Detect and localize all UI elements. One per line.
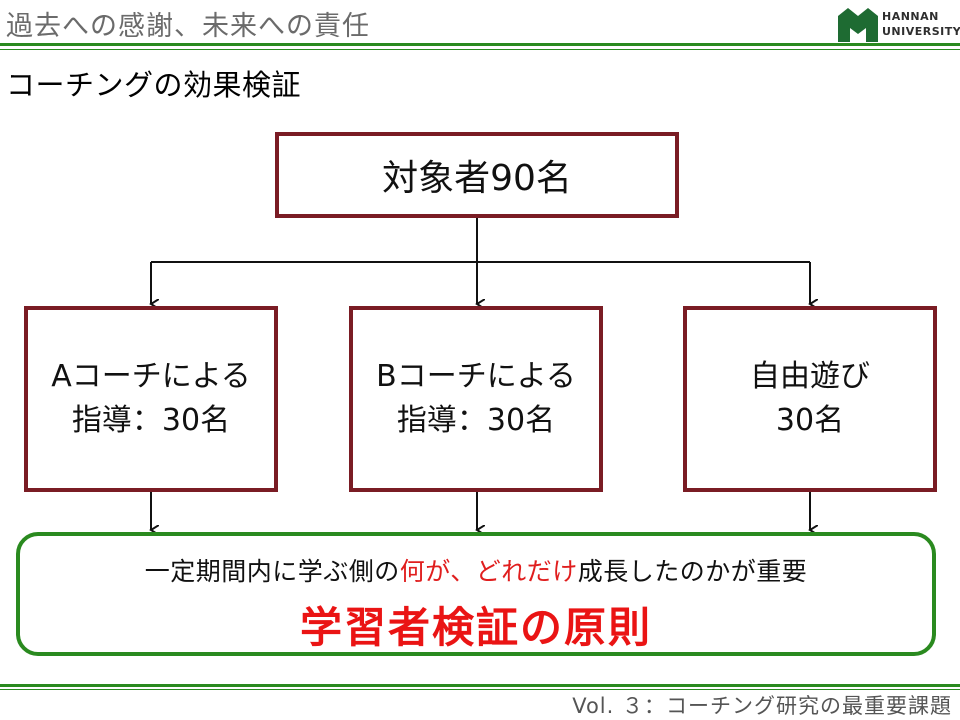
conclusion-emphasis-what: 何が xyxy=(399,557,451,586)
conclusion-text-post: 成長したのかが重要 xyxy=(577,557,808,586)
coach-b-line2: 指導：30名 xyxy=(396,403,556,438)
subjects-box: 対象者90名 xyxy=(275,132,679,218)
mountain-logo-icon xyxy=(838,8,878,42)
header-rule-thin xyxy=(0,49,960,50)
conclusion-emphasis-how-much: どれだけ xyxy=(475,557,578,586)
footer-rule-thin xyxy=(0,689,960,690)
university-logo: HANNAN UNIVERSITY xyxy=(838,8,960,42)
learner-verification-principle: 学習者検証の原則 xyxy=(299,603,652,652)
coach-b-group-box: Bコーチによる 指導：30名 xyxy=(349,306,603,492)
coach-a-line2: 指導：30名 xyxy=(71,403,231,438)
coach-a-group-box: Aコーチによる 指導：30名 xyxy=(24,306,278,492)
conclusion-statement: 一定期間内に学ぶ側の何が、どれだけ成長したのかが重要 xyxy=(20,552,932,588)
free-play-line2: 30名 xyxy=(775,403,845,438)
footer-volume-title: Vol. ３：コーチング研究の最重要課題 xyxy=(572,694,952,718)
free-play-group-box: 自由遊び 30名 xyxy=(683,306,937,492)
coach-b-line1: Bコーチによる xyxy=(376,359,576,394)
conclusion-box: 一定期間内に学ぶ側の何が、どれだけ成長したのかが重要 学習者検証の原則 xyxy=(16,532,936,656)
section-title: コーチングの効果検証 xyxy=(6,68,302,102)
subjects-box-label: 対象者90名 xyxy=(382,158,572,199)
slide-header-title: 過去への感謝、未来への責任 xyxy=(6,11,370,42)
logo-text-line1: HANNAN xyxy=(882,10,939,23)
coach-a-line1: Aコーチによる xyxy=(51,359,251,394)
footer-rule-thick xyxy=(0,684,960,687)
free-play-line1: 自由遊び xyxy=(750,359,870,394)
logo-text-line2: UNIVERSITY xyxy=(882,25,960,38)
conclusion-emphasis-separator: 、 xyxy=(450,557,476,586)
header-rule-thick xyxy=(0,43,960,46)
conclusion-text-pre: 一定期間内に学ぶ側の xyxy=(144,557,400,586)
